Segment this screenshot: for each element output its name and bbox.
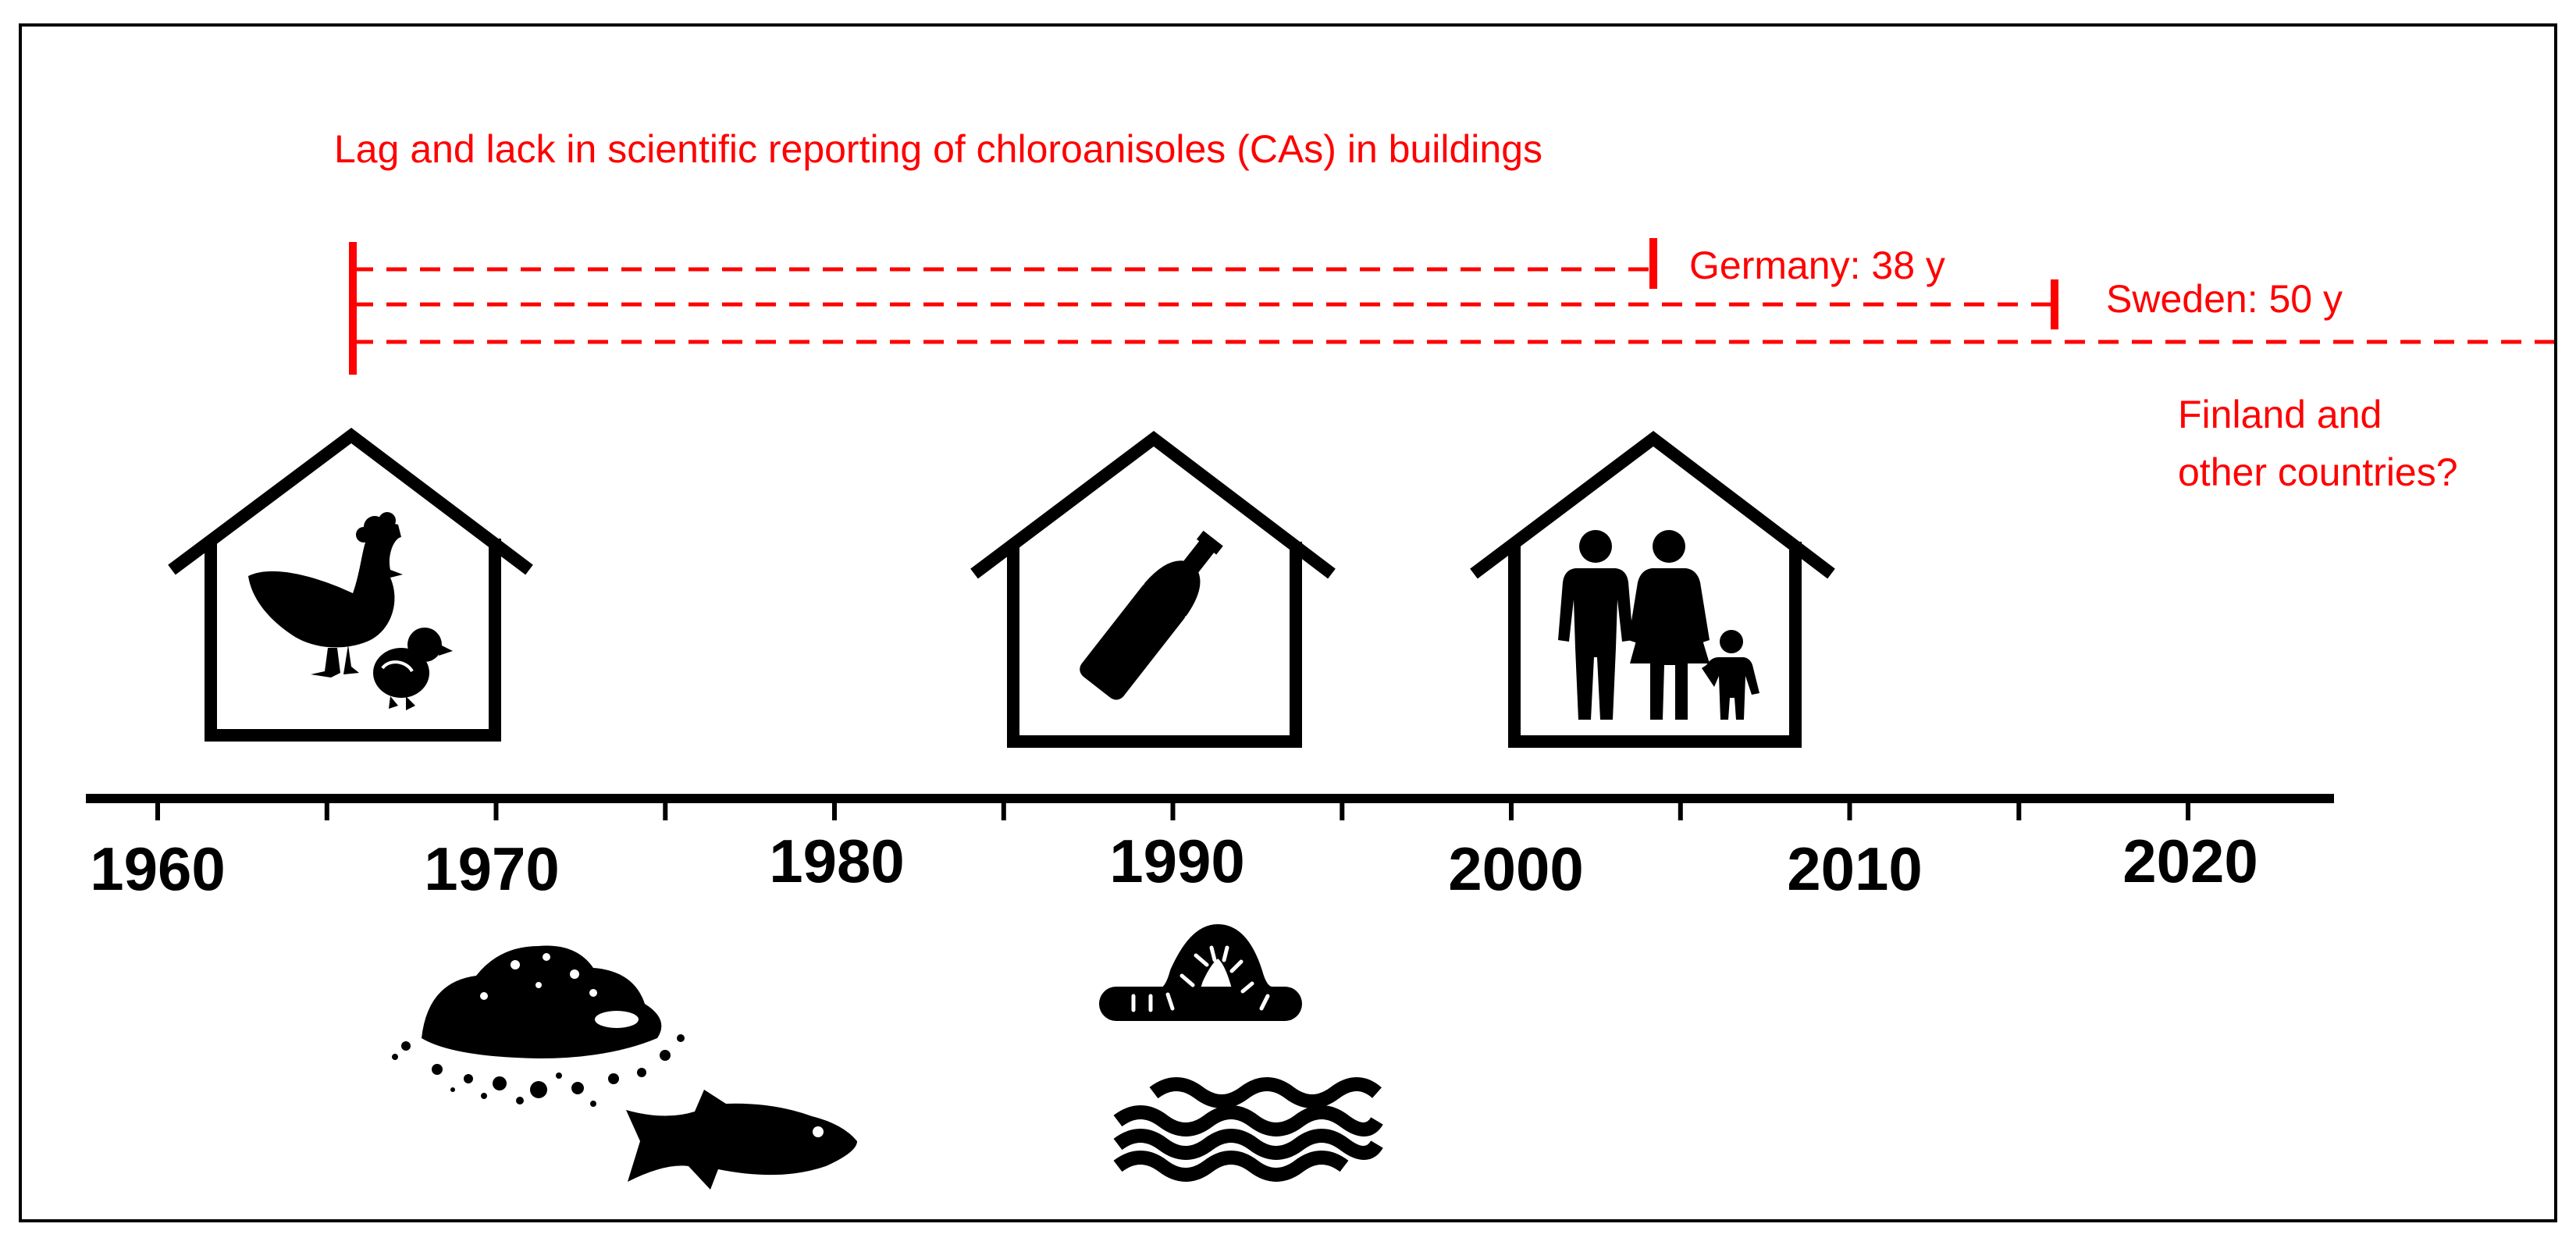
chicken-house-icon <box>168 427 533 742</box>
finland-lag-label-line2: other countries? <box>2178 450 2458 494</box>
house-walls <box>1508 542 1802 748</box>
year-label-1990: 1990 <box>1109 827 1245 895</box>
year-label-2010: 2010 <box>1787 834 1923 903</box>
sweden-lag-label: Sweden: 50 y <box>2106 277 2343 321</box>
figure-title: Lag and lack in scientific reporting of … <box>334 127 1542 171</box>
worm-icon <box>1099 924 1302 1021</box>
house-roof <box>168 427 533 575</box>
finland-lag-label-line1: Finland and <box>2178 393 2382 436</box>
axis-ticks <box>155 799 2190 820</box>
house-walls <box>205 539 501 742</box>
germany-lag-label: Germany: 38 y <box>1689 244 1945 287</box>
year-label-1970: 1970 <box>424 834 560 903</box>
wine-bottle-icon <box>1080 530 1223 700</box>
fish-icon <box>626 1090 857 1190</box>
house-walls <box>1007 542 1302 748</box>
chick-icon <box>373 628 453 710</box>
family-house-icon <box>1470 430 1835 748</box>
house-roof <box>1470 430 1835 579</box>
house-roof <box>970 430 1336 579</box>
timeline-axis <box>86 794 2334 820</box>
soil-icon <box>392 945 685 1107</box>
lag-lines <box>349 238 2554 375</box>
year-label-2000: 2000 <box>1448 834 1584 903</box>
figure-frame <box>19 23 2557 1222</box>
family-icon <box>1558 530 1759 720</box>
hen-icon <box>248 512 403 678</box>
water-waves-icon <box>1113 1077 1383 1182</box>
bottle-house-icon <box>970 430 1336 748</box>
year-label-1980: 1980 <box>769 827 905 895</box>
year-label-2020: 2020 <box>2122 827 2258 895</box>
year-label-1960: 1960 <box>90 834 226 903</box>
